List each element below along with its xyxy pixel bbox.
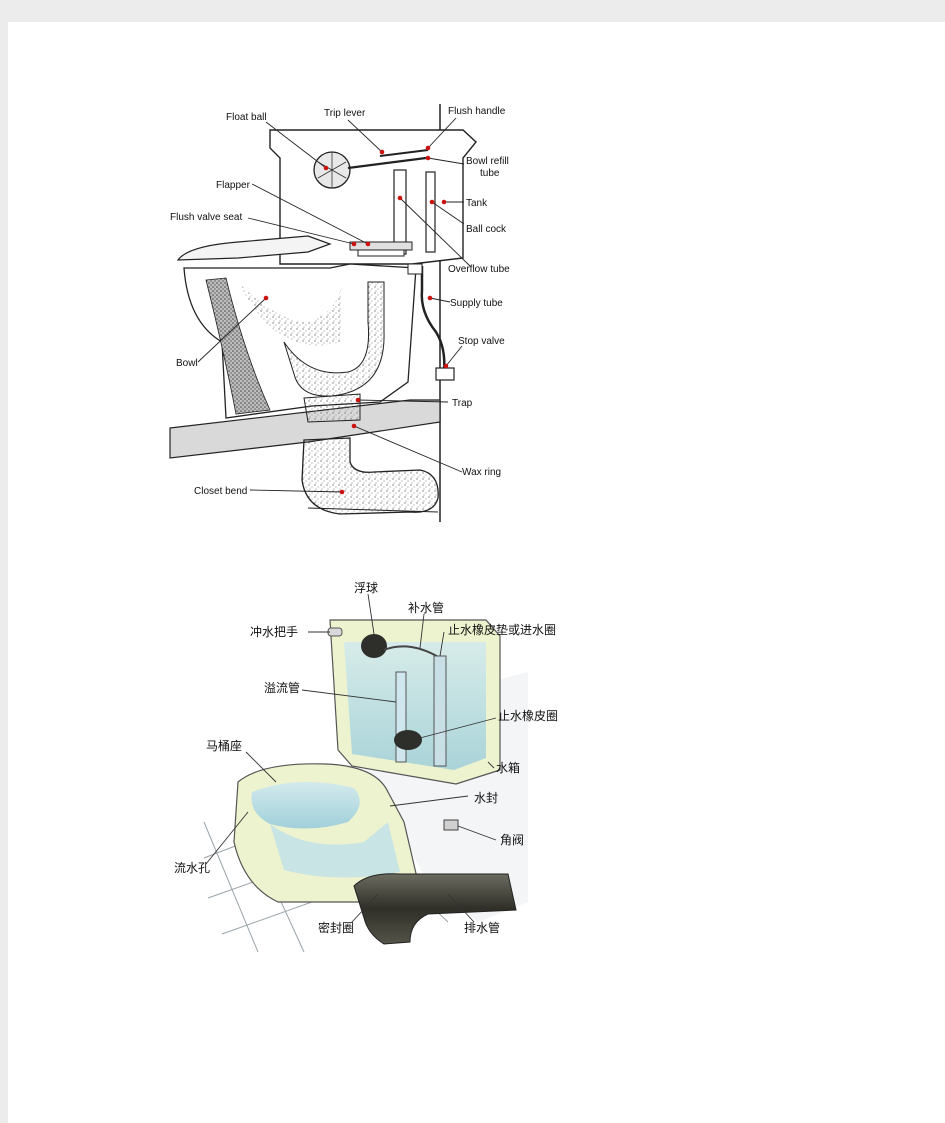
toilet-diagram-english: Float ball Trip lever Flush handle Bowl … xyxy=(169,104,510,522)
label-float-ball: Float ball xyxy=(226,112,267,123)
label-tank-cn: 水箱 xyxy=(496,760,520,775)
label-seat-cn: 马桶座 xyxy=(206,738,242,753)
floor-slab xyxy=(169,399,441,459)
flush-handle-cn xyxy=(327,627,343,637)
label-float-cn: 浮球 xyxy=(354,581,378,595)
label-wax-ring: Wax ring xyxy=(462,467,501,478)
label-closet-bend: Closet bend xyxy=(194,486,247,497)
closet-bend-shape xyxy=(301,437,439,515)
toilet-diagram-chinese: 浮球 补水管 止水橡皮垫或进水圈 冲水把手 溢流管 止水橡皮圈 马桶座 水箱 水… xyxy=(174,581,558,953)
label-supply-tube: Supply tube xyxy=(450,298,503,309)
label-flush-handle-cn: 冲水把手 xyxy=(250,624,298,639)
supply-tube-shape xyxy=(420,266,446,373)
label-gasket-cn: 密封圈 xyxy=(318,920,354,935)
label-ball-cock: Ball cock xyxy=(466,224,507,235)
label-angle-valve-cn: 角阀 xyxy=(500,833,524,847)
overflow-tube-cn xyxy=(395,671,407,763)
label-trip-lever: Trip lever xyxy=(324,108,366,119)
label-flush-handle: Flush handle xyxy=(448,106,506,117)
ball-cock-shape xyxy=(425,171,436,253)
label-seal-cn: 水封 xyxy=(474,791,498,805)
label-bowl: Bowl xyxy=(176,358,198,369)
trap-shape xyxy=(283,281,385,397)
label-fill-valve-cn: 止水橡皮垫或进水圈 xyxy=(448,622,556,637)
document-page: Float ball Trip lever Flush handle Bowl … xyxy=(8,22,945,1123)
angle-valve-cn xyxy=(443,819,459,831)
label-bowl-refill-tube-line1: Bowl refill xyxy=(466,156,509,167)
label-drain-pipe-cn: 排水管 xyxy=(464,920,500,935)
label-refill-tube-cn: 补水管 xyxy=(408,600,444,615)
label-trap: Trap xyxy=(452,398,473,409)
label-flapper-cn: 止水橡皮圈 xyxy=(498,709,558,723)
label-bowl-refill-tube-line2: tube xyxy=(480,168,500,179)
drain-pipe-cn xyxy=(353,873,517,945)
fill-valve-cn xyxy=(433,655,447,767)
label-stop-valve: Stop valve xyxy=(458,336,505,347)
label-overflow-tube: Overflow tube xyxy=(448,264,510,275)
label-tank: Tank xyxy=(466,198,488,209)
overflow-tube-shape xyxy=(393,169,407,255)
label-rim-holes-cn: 流水孔 xyxy=(174,861,210,875)
seat-lid xyxy=(176,235,332,261)
label-overflow-cn: 溢流管 xyxy=(264,680,300,695)
label-flush-valve-seat: Flush valve seat xyxy=(170,212,242,223)
stop-valve-shape xyxy=(435,367,455,381)
flapper-cn xyxy=(394,730,422,750)
label-flapper: Flapper xyxy=(216,180,251,191)
float-ball-cn xyxy=(361,634,387,658)
